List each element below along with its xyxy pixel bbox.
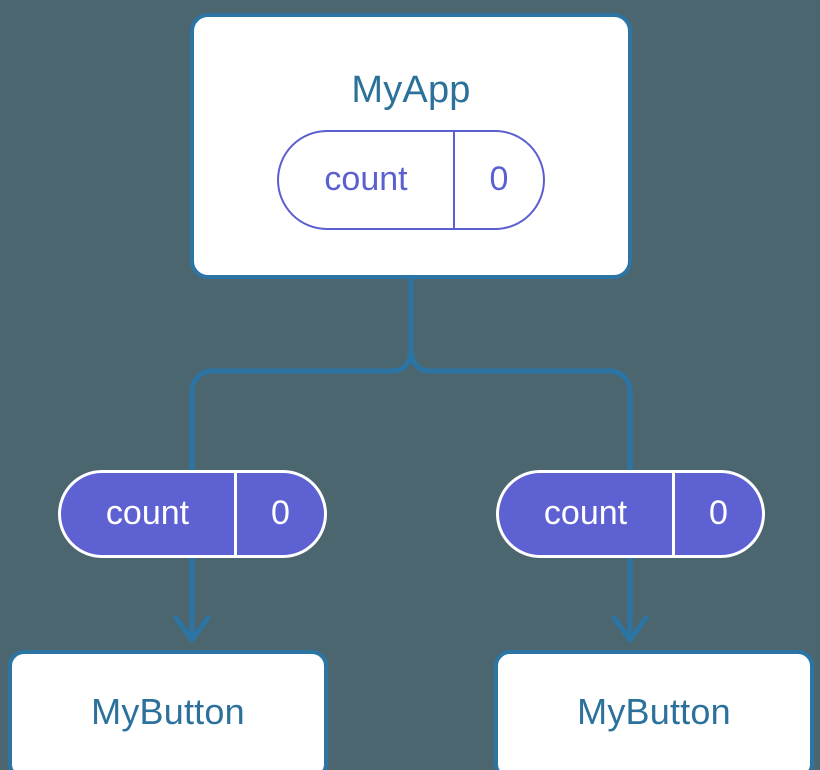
props-pill-value: 0: [271, 493, 290, 532]
component-label-myapp: MyApp: [351, 69, 471, 111]
props-pill-left-count[interactable]: count 0: [58, 470, 327, 558]
component-label-mybutton: MyButton: [577, 691, 731, 732]
component-box-mybutton-left[interactable]: MyButton: [8, 650, 328, 770]
branch-right: [425, 368, 633, 473]
split-curve-right: [408, 344, 433, 374]
split-curve-left: [389, 344, 414, 374]
state-pill-myapp-count[interactable]: count 0: [277, 130, 545, 230]
props-pill-right-count[interactable]: count 0: [496, 470, 765, 558]
props-pill-key: count: [499, 473, 675, 555]
component-label-mybutton: MyButton: [91, 691, 245, 732]
arrow-left-head: [173, 615, 211, 643]
props-pill-key: count: [61, 473, 237, 555]
component-box-myapp[interactable]: MyApp: [190, 13, 632, 279]
arrow-right-head: [611, 615, 649, 643]
branch-left: [189, 368, 397, 473]
state-pill-key: count: [279, 132, 455, 228]
state-pill-value: 0: [489, 159, 509, 198]
component-box-mybutton-right[interactable]: MyButton: [494, 650, 814, 770]
props-pill-value: 0: [709, 493, 728, 532]
